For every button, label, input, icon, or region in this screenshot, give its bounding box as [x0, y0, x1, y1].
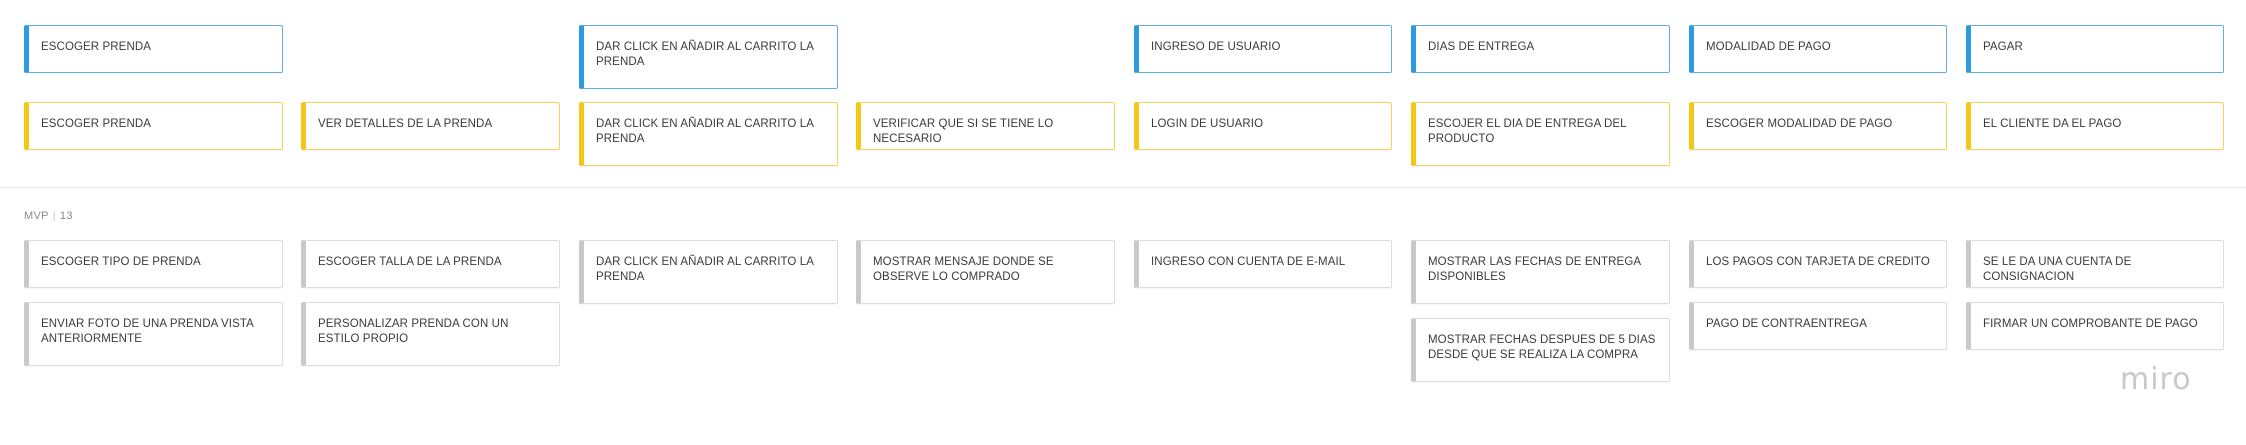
- story-card-cuenta-email[interactable]: INGRESO CON CUENTA DE E-MAIL: [1134, 240, 1392, 288]
- release-separator: |: [52, 210, 56, 222]
- release-divider: [0, 187, 2246, 188]
- task-card-modalidad-pago[interactable]: ESCOGER MODALIDAD DE PAGO: [1689, 102, 1947, 150]
- task-card-verificar[interactable]: VERIFICAR QUE SI SE TIENE LO NECESARIO: [856, 102, 1115, 150]
- activity-card-modalidad-pago[interactable]: MODALIDAD DE PAGO: [1689, 25, 1947, 73]
- miro-logo: miro: [2120, 362, 2192, 397]
- story-card-talla-prenda[interactable]: ESCOGER TALLA DE LA PRENDA: [301, 240, 560, 288]
- task-card-login-usuario[interactable]: LOGIN DE USUARIO: [1134, 102, 1392, 150]
- activity-card-escoger-prenda[interactable]: ESCOGER PRENDA: [24, 25, 283, 73]
- story-card-cuenta-consignacion[interactable]: SE LE DA UNA CUENTA DE CONSIGNACION: [1966, 240, 2224, 288]
- activity-card-ingreso-usuario[interactable]: INGRESO DE USUARIO: [1134, 25, 1392, 73]
- release-name: MVP: [24, 210, 49, 222]
- activity-card-pagar[interactable]: PAGAR: [1966, 25, 2224, 73]
- task-card-anadir-carrito[interactable]: DAR CLICK EN AÑADIR AL CARRITO LA PRENDA: [579, 102, 838, 166]
- story-card-fechas-entrega[interactable]: MOSTRAR LAS FECHAS DE ENTREGA DISPONIBLE…: [1411, 240, 1670, 304]
- story-card-contraentrega[interactable]: PAGO DE CONTRAENTREGA: [1689, 302, 1947, 350]
- story-card-personalizar-prenda[interactable]: PERSONALIZAR PRENDA CON UN ESTILO PROPIO: [301, 302, 560, 366]
- story-card-enviar-foto[interactable]: ENVIAR FOTO DE UNA PRENDA VISTA ANTERIOR…: [24, 302, 283, 366]
- activity-card-dias-entrega[interactable]: DIAS DE ENTREGA: [1411, 25, 1670, 73]
- task-card-escoger-prenda[interactable]: ESCOGER PRENDA: [24, 102, 283, 150]
- release-label[interactable]: MVP|13: [24, 210, 73, 222]
- story-card-tarjeta-credito[interactable]: LOS PAGOS CON TARJETA DE CREDITO: [1689, 240, 1947, 288]
- story-card-mensaje-comprado[interactable]: MOSTRAR MENSAJE DONDE SE OBSERVE LO COMP…: [856, 240, 1115, 304]
- task-card-ver-detalles[interactable]: VER DETALLES DE LA PRENDA: [301, 102, 560, 150]
- story-card-anadir-carrito[interactable]: DAR CLICK EN AÑADIR AL CARRITO LA PRENDA: [579, 240, 838, 304]
- task-card-dia-entrega[interactable]: ESCOJER EL DIA DE ENTREGA DEL PRODUCTO: [1411, 102, 1670, 166]
- activity-card-anadir-carrito[interactable]: DAR CLICK EN AÑADIR AL CARRITO LA PRENDA: [579, 25, 838, 89]
- story-card-comprobante-pago[interactable]: FIRMAR UN COMPROBANTE DE PAGO: [1966, 302, 2224, 350]
- task-card-cliente-pago[interactable]: EL CLIENTE DA EL PAGO: [1966, 102, 2224, 150]
- story-card-tipo-prenda[interactable]: ESCOGER TIPO DE PRENDA: [24, 240, 283, 288]
- release-count: 13: [59, 210, 73, 222]
- story-card-fechas-5-dias[interactable]: MOSTRAR FECHAS DESPUES DE 5 DIAS DESDE Q…: [1411, 318, 1670, 382]
